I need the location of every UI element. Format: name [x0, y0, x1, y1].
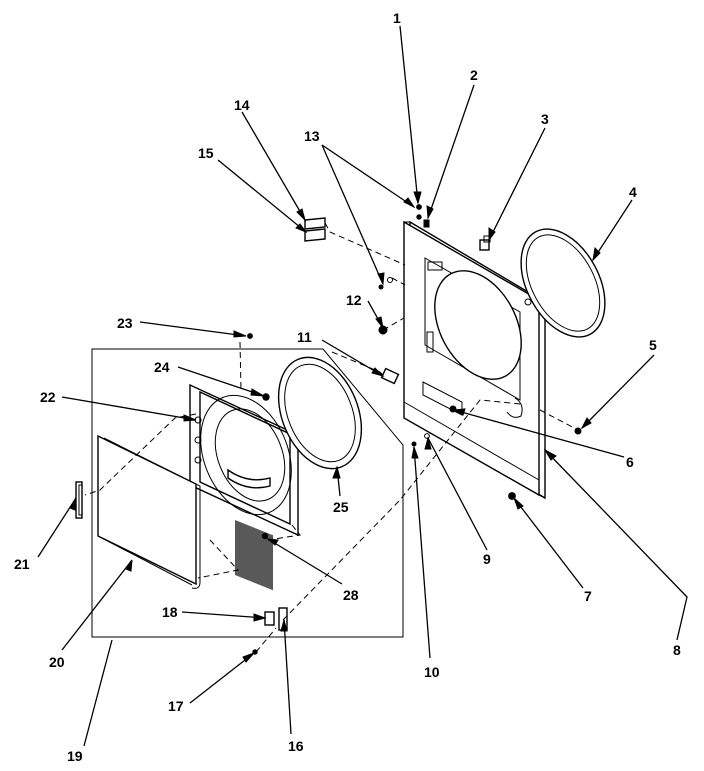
callout-18: 18: [162, 604, 178, 620]
callout-4: 4: [629, 184, 637, 200]
door-handle: [75, 481, 83, 519]
door-gasket: [277, 356, 363, 470]
callout-15: 15: [198, 145, 214, 161]
lint-screen-grid: [235, 519, 273, 591]
leader-lines: [37, 25, 688, 747]
callout-10: 10: [424, 664, 440, 680]
door-assembly-outline: [91, 348, 404, 638]
callout-17: 17: [168, 698, 184, 714]
callout-3: 3: [541, 111, 549, 127]
callout-14: 14: [234, 97, 250, 113]
label-plates: [304, 217, 326, 242]
callout-22: 22: [40, 389, 56, 405]
front-panel: [403, 220, 546, 500]
alignment-lines: [84, 222, 579, 653]
callout-9: 9: [483, 551, 491, 567]
callout-1: 1: [393, 10, 401, 26]
inner-door-liner: [189, 383, 299, 591]
callout-21: 21: [14, 556, 30, 572]
top-screws: [416, 204, 430, 228]
callout-12: 12: [346, 292, 362, 308]
callout-25: 25: [333, 499, 349, 515]
door-seal-ring: [520, 228, 606, 338]
callout-24: 24: [154, 359, 170, 375]
outer-door-panel: [97, 434, 201, 589]
callout-20: 20: [49, 654, 65, 670]
callout-28: 28: [343, 587, 359, 603]
arrowheads: [69, 191, 601, 663]
callout-8: 8: [673, 642, 681, 658]
callout-7: 7: [584, 588, 592, 604]
callout-labels: 1 2 3 4 5 6 7 8 9 10 11 12 13 14 15 16 1…: [14, 10, 681, 764]
callout-5: 5: [649, 337, 657, 353]
callout-23: 23: [117, 315, 133, 331]
callout-16: 16: [288, 738, 304, 754]
callout-13: 13: [304, 128, 320, 144]
callout-11: 11: [297, 329, 312, 345]
callout-19: 19: [67, 748, 83, 764]
callout-6: 6: [626, 454, 634, 470]
callout-2: 2: [470, 67, 478, 83]
